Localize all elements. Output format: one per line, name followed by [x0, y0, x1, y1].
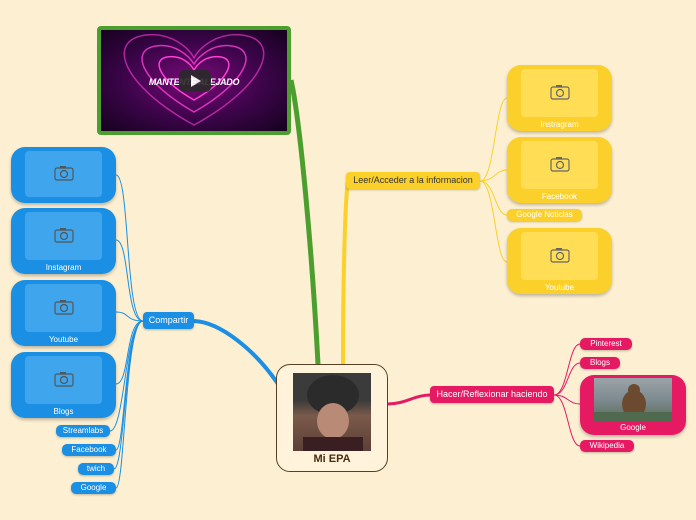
- compartir-card-1[interactable]: [11, 147, 116, 203]
- hacer-card-google[interactable]: Google: [580, 375, 686, 435]
- compartir-google[interactable]: Google: [71, 482, 116, 494]
- card-caption: Instagram: [45, 263, 82, 272]
- profile-photo: [293, 373, 371, 451]
- card-caption: Youtube: [48, 335, 79, 344]
- central-title: Mi EPA: [313, 453, 351, 465]
- hacer-pinterest[interactable]: Pinterest: [580, 338, 632, 350]
- hacer-wikipedia[interactable]: Wikipedia: [580, 440, 634, 452]
- card-caption: Facebook: [541, 192, 578, 201]
- compartir-card-blogs[interactable]: Blogs: [11, 352, 116, 418]
- branch-hacer[interactable]: Hacer/Reflexionar haciendo: [430, 386, 554, 403]
- compartir-twich[interactable]: twich: [78, 463, 114, 475]
- card-caption: Google: [620, 423, 646, 432]
- play-icon[interactable]: [179, 70, 211, 92]
- compartir-card-youtube[interactable]: Youtube: [11, 280, 116, 346]
- leer-card-facebook[interactable]: Facebook: [507, 137, 612, 203]
- branch-compartir[interactable]: Compartir: [143, 312, 194, 329]
- compartir-facebook[interactable]: Facebook: [62, 444, 116, 456]
- bear-icon: [594, 384, 672, 422]
- camera-icon: [53, 228, 74, 243]
- leer-google-noticias[interactable]: Google Noticias: [507, 209, 582, 221]
- camera-icon: [53, 300, 74, 315]
- leer-card-youtube[interactable]: Youtube: [507, 228, 612, 294]
- camera-icon: [53, 372, 74, 387]
- card-caption: Blogs: [53, 407, 74, 416]
- leer-card-instragram[interactable]: Instragram: [507, 65, 612, 131]
- camera-icon: [549, 248, 570, 263]
- branch-leer[interactable]: Leer/Acceder a la informacion: [346, 172, 480, 189]
- compartir-streamlabs[interactable]: Streamlabs: [56, 425, 110, 437]
- person-avatar: [303, 375, 363, 451]
- camera-icon: [53, 166, 74, 181]
- hacer-blogs[interactable]: Blogs: [580, 357, 620, 369]
- camera-icon: [549, 85, 570, 100]
- compartir-card-instagram[interactable]: Instagram: [11, 208, 116, 274]
- bear-image: [594, 378, 672, 422]
- card-caption: Instragram: [540, 120, 579, 129]
- card-caption: Youtube: [544, 283, 575, 292]
- video-thumbnail[interactable]: MANTENTE ALEJADO: [97, 26, 291, 135]
- central-topic[interactable]: Mi EPA: [276, 364, 388, 472]
- camera-icon: [549, 157, 570, 172]
